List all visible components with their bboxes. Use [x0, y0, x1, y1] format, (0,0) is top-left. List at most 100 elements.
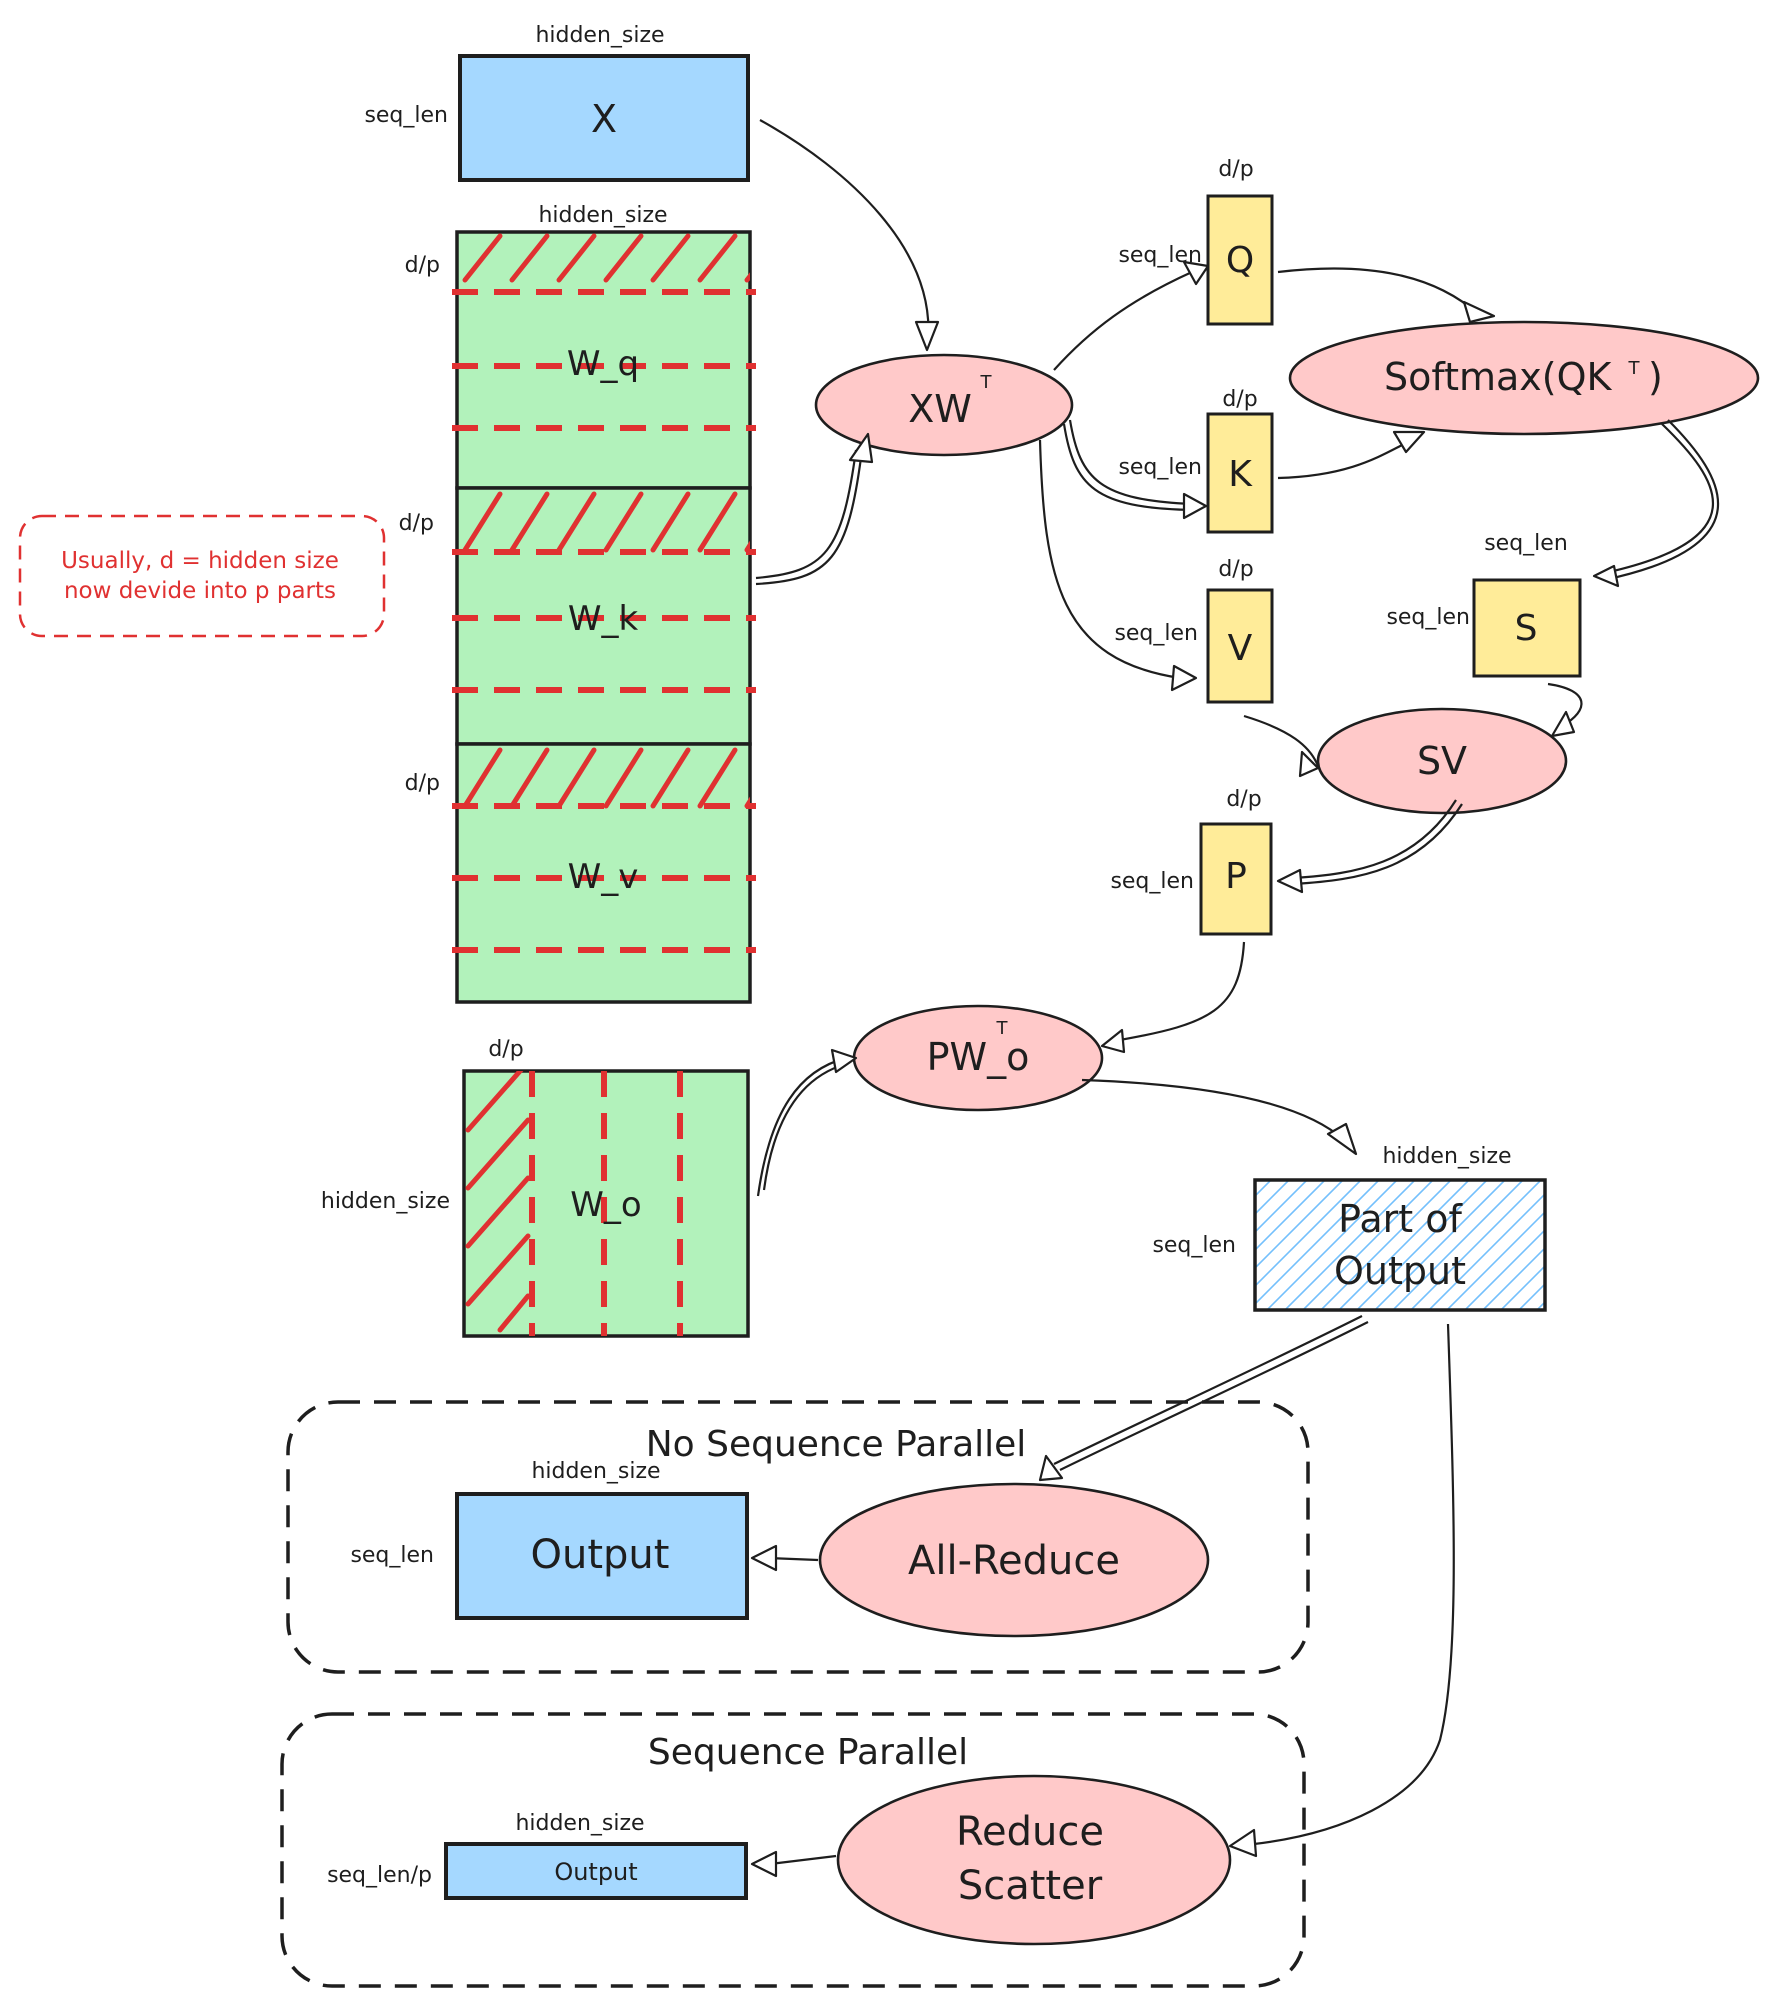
edge-p-to-pwo	[1119, 941, 1246, 1042]
edge-w-to-xw-double	[755, 449, 858, 580]
softmax-ellipse	[1288, 320, 1760, 436]
edge-k-to-softmax-head	[1392, 430, 1426, 454]
v-tensor: V d/p seq_len	[1114, 557, 1274, 704]
softmax-label: Softmax(QK	[1384, 355, 1613, 399]
edge-xw-to-v	[1038, 439, 1181, 680]
sp-output-label: Output	[554, 1858, 637, 1886]
sp-output-box	[444, 1842, 748, 1900]
wv-box	[455, 742, 752, 1004]
p-label: P	[1225, 856, 1247, 897]
softmax-close: )	[1648, 355, 1663, 399]
edge-q-to-softmax	[1277, 267, 1479, 315]
edge-pwo-to-part	[1081, 1078, 1345, 1141]
edge-q-to-softmax-head	[1462, 300, 1496, 324]
wv-hatch	[462, 747, 750, 809]
edge-part-to-reducescatter	[1253, 1323, 1455, 1846]
wo-col-label: d/p	[488, 1037, 523, 1062]
edge-sv-to-p	[1293, 803, 1463, 886]
edge-wo-to-pwo-head	[830, 1048, 858, 1074]
no-sp-output-col-label: hidden_size	[531, 1459, 660, 1484]
v-row-label: seq_len	[1114, 621, 1198, 646]
part-output-line-1: Part of	[1338, 1197, 1463, 1241]
sp-output-row-label: seq_len/p	[327, 1863, 432, 1888]
q-tensor: Q d/p seq_len	[1118, 157, 1274, 326]
edge-wo-to-pwo-double	[762, 1062, 847, 1191]
no-sp-output-box	[455, 1492, 749, 1620]
wv-label: W_v	[568, 857, 639, 897]
edge-reducescatter-to-output-head	[750, 1850, 778, 1878]
reduce-scatter-ellipse	[836, 1774, 1232, 1946]
edge-softmax-to-s-double	[1603, 419, 1719, 582]
reduce-scatter-line-2: Scatter	[958, 1863, 1103, 1909]
s-box	[1472, 578, 1582, 678]
xw-transpose: T	[980, 372, 993, 393]
part-output-tensor: Part of Output hidden_size seq_len	[1152, 1144, 1547, 1312]
v-box	[1206, 588, 1274, 704]
edge-softmax-to-s	[1599, 423, 1714, 576]
p-row-label: seq_len	[1110, 869, 1194, 894]
no-sp-output-row-label: seq_len	[350, 1543, 434, 1568]
p-box	[1199, 822, 1273, 936]
wq-hatch	[462, 233, 750, 283]
wv-shard-label: d/p	[405, 771, 440, 796]
xw-ellipse	[814, 353, 1074, 457]
k-col-label: d/p	[1222, 387, 1257, 412]
edge-xw-to-q-head	[1182, 260, 1210, 286]
note-box	[18, 514, 386, 638]
k-row-label: seq_len	[1118, 455, 1202, 480]
wo-row-label: hidden_size	[321, 1189, 450, 1214]
reduce-scatter-line-1: Reduce	[956, 1809, 1104, 1855]
part-output-line-2: Output	[1334, 1249, 1466, 1293]
edge-part-to-allreduce-head	[1038, 1454, 1064, 1482]
edge-xw-to-k-double	[1062, 423, 1193, 512]
x-col-label: hidden_size	[535, 23, 664, 48]
xw-op: XW T	[814, 353, 1074, 457]
note-line-2: now devide into p parts	[64, 578, 336, 604]
wq-block: W_q d/p	[405, 230, 756, 490]
edge-sv-to-p-double	[1293, 799, 1457, 880]
edge-xw-to-k	[1068, 419, 1193, 506]
edge-softmax-to-s-head	[1592, 564, 1620, 588]
edge-part-to-allreduce-double	[1053, 1315, 1363, 1465]
k-box	[1206, 412, 1274, 534]
edge-wo-to-pwo	[756, 1056, 847, 1197]
edge-allreduce-to-output-head	[750, 1544, 778, 1572]
wo-label: W_o	[570, 1185, 641, 1225]
wq-shard-label: d/p	[405, 253, 440, 278]
softmax-op: Softmax(QK T )	[1288, 320, 1760, 436]
sp-group: Sequence Parallel Output hidden_size seq…	[280, 1712, 1306, 1988]
edges	[750, 119, 1719, 1878]
wk-label: W_k	[568, 599, 639, 639]
sv-ellipse	[1316, 707, 1568, 815]
s-row-label: seq_len	[1386, 605, 1470, 630]
part-output-col-label: hidden_size	[1382, 1144, 1511, 1169]
sv-label: SV	[1417, 739, 1467, 783]
wo-hatch	[465, 1071, 531, 1333]
sv-op: SV	[1316, 707, 1568, 815]
softmax-transpose: T	[1628, 358, 1641, 379]
edge-xw-to-q	[1053, 270, 1193, 371]
edge-k-to-softmax	[1277, 441, 1409, 480]
part-output-row-label: seq_len	[1152, 1233, 1236, 1258]
x-row-label: seq_len	[364, 103, 448, 128]
weights-col-label: hidden_size	[538, 203, 667, 228]
edge-part-to-allreduce	[1059, 1321, 1369, 1471]
edge-s-to-sv-head	[1550, 710, 1576, 738]
wq-label: W_q	[567, 344, 639, 384]
edge-v-to-sv	[1243, 714, 1320, 767]
x-box	[458, 54, 750, 182]
s-label: S	[1515, 608, 1538, 649]
sp-frame	[280, 1712, 1306, 1988]
x-tensor: X hidden_size seq_len	[364, 23, 750, 182]
note-line-1: Usually, d = hidden size	[61, 548, 339, 574]
edge-x-to-xw-head	[914, 320, 940, 352]
no-sp-frame	[286, 1400, 1310, 1674]
v-label: V	[1228, 628, 1253, 669]
pwo-transpose: T	[996, 1018, 1009, 1039]
wk-hatch	[462, 491, 750, 553]
pwo-op: PW_o T	[852, 1004, 1104, 1112]
wk-block: W_k d/p	[399, 486, 756, 746]
edge-pwo-to-part-head	[1326, 1122, 1358, 1156]
p-tensor: P d/p seq_len	[1110, 787, 1273, 936]
